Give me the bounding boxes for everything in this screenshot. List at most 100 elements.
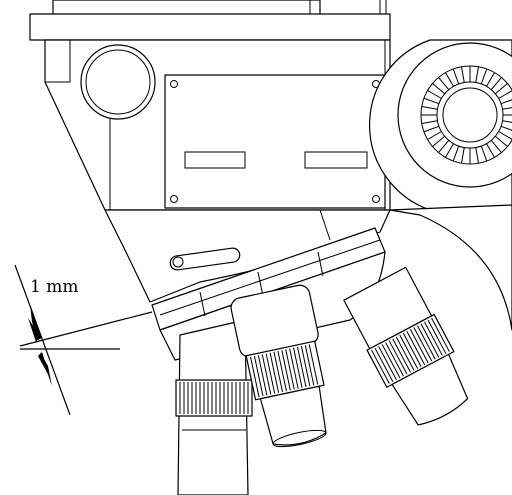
lever-end <box>172 256 184 268</box>
plate-slot-right <box>304 151 368 169</box>
left-lens-grip <box>175 379 253 417</box>
knob-inner <box>85 49 151 115</box>
grip-line <box>413 327 433 362</box>
knob-ridge-line <box>427 90 442 99</box>
knob-ridge-line <box>438 139 450 153</box>
ring-notch-2 <box>257 271 264 297</box>
ring-groove <box>159 239 381 316</box>
grip-line <box>378 346 397 381</box>
grip-line <box>392 338 412 373</box>
focus-knob <box>369 39 512 211</box>
grip-line <box>374 347 394 382</box>
dim-reference-line <box>19 311 153 347</box>
screw-bottom-left <box>170 195 178 203</box>
knob-ridge-line <box>423 97 440 105</box>
dim-arrow-upper-tip <box>28 318 40 342</box>
right-lens-tip <box>391 353 469 426</box>
eyepiece-knob <box>80 44 156 120</box>
knob-ridge-line <box>427 131 442 140</box>
knob-ridge-line <box>486 72 495 87</box>
knob-ridge-line <box>460 147 465 164</box>
dim-arrow-lower-tip <box>38 352 50 378</box>
nosepiece-seam <box>319 209 331 241</box>
grip-line <box>281 350 291 391</box>
grip-line <box>289 348 299 389</box>
grip-line <box>402 332 422 367</box>
dimension-label: 1 mm <box>30 277 78 297</box>
objective-lens-left <box>175 319 253 495</box>
knob-ridges <box>421 66 512 164</box>
grip-line <box>304 345 315 386</box>
knob-ridge-line <box>460 66 465 83</box>
plate-slot-left <box>184 151 246 169</box>
top-flange <box>29 13 391 41</box>
knob-ridge-line <box>421 120 438 125</box>
knob-ridge-line <box>494 135 508 147</box>
grip-line <box>409 329 429 364</box>
label-plate <box>164 74 386 209</box>
grip-line <box>285 349 295 390</box>
grip-line <box>300 345 311 387</box>
grip-line <box>273 351 284 393</box>
ring-notch-3 <box>317 251 324 277</box>
grip-line <box>406 331 426 366</box>
knob-ridge-line <box>480 145 488 162</box>
grip-line <box>420 323 440 358</box>
grip-line <box>424 321 443 356</box>
dim-arrow-upper <box>30 304 42 340</box>
grip-line <box>308 344 319 385</box>
knob-ridge-line <box>445 72 454 87</box>
knob-ridge-line <box>432 135 446 147</box>
knob-ridge-line <box>498 131 512 140</box>
ring-notch-1 <box>199 291 206 317</box>
center-grip-lines <box>250 344 319 398</box>
knob-ridge-line <box>500 99 512 105</box>
knob-ridge-line <box>502 107 512 110</box>
knob-ridge-line <box>432 83 446 95</box>
grip-line <box>253 355 264 397</box>
knob-ridge-line <box>475 147 480 164</box>
grip-line <box>257 355 268 396</box>
knob-ridge-line <box>490 77 502 91</box>
screw-top-left <box>170 80 178 88</box>
objective-lens-center <box>230 284 327 448</box>
grip-line <box>395 336 415 371</box>
dim-extension-line <box>14 264 71 416</box>
grip-line <box>293 347 303 388</box>
nosepiece-lever <box>169 247 241 271</box>
plate-frame <box>164 74 386 209</box>
grip-line <box>381 344 401 379</box>
screw-bottom-right <box>372 195 380 203</box>
knob-ridge-line <box>500 125 512 131</box>
grip-line <box>431 317 450 352</box>
grip-line <box>388 340 408 375</box>
knob-ridge-line <box>498 90 512 99</box>
knob-ridge-line <box>502 120 512 123</box>
grip-line <box>269 352 280 393</box>
grip-line <box>417 325 436 360</box>
knob-ridge-line <box>486 143 495 158</box>
grip-line <box>399 334 419 369</box>
knob-ridge-line <box>421 105 438 110</box>
center-lens-front <box>272 429 327 448</box>
grip-line <box>265 353 276 394</box>
knob-ridge-line <box>438 77 450 91</box>
grip-line <box>371 349 390 384</box>
grip-line <box>296 346 307 388</box>
grip-line <box>277 350 287 392</box>
knob-ridge-line <box>480 68 488 85</box>
knob-ridge-line <box>452 68 460 85</box>
knob-ridge-line <box>490 139 502 153</box>
grip-line <box>250 356 260 398</box>
knob-center <box>442 87 498 143</box>
right-grip-lines <box>371 317 450 384</box>
knob-ridge-line <box>494 83 508 95</box>
knob-ridge-line <box>423 125 440 133</box>
grip-line <box>261 354 272 395</box>
knob-outer <box>80 44 156 120</box>
objective-lens-right <box>343 266 469 426</box>
knob-ridge-line <box>452 145 460 162</box>
knob-ridge-line <box>445 143 454 158</box>
